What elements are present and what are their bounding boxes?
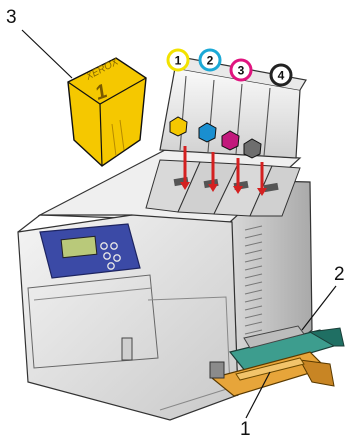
badge-1: 1 [168, 50, 188, 70]
badge-3: 3 [231, 60, 251, 80]
badge-label-2: 2 [207, 54, 214, 68]
callout-number-long-bar: 2 [334, 265, 345, 284]
badge-2: 2 [200, 50, 220, 70]
lcd-screen [61, 236, 97, 257]
badge-label-3: 3 [238, 64, 245, 78]
callout-number-cartridge: 3 [6, 8, 17, 27]
badge-4: 4 [271, 65, 291, 85]
large-ink-stick: XEROX 1 [68, 56, 146, 166]
badge-label-1: 1 [175, 54, 182, 68]
ink-slots [146, 160, 300, 216]
badge-label-4: 4 [278, 69, 285, 83]
callout-leader-3 [22, 30, 72, 78]
callout-number-bottom-tray: 1 [240, 420, 251, 439]
